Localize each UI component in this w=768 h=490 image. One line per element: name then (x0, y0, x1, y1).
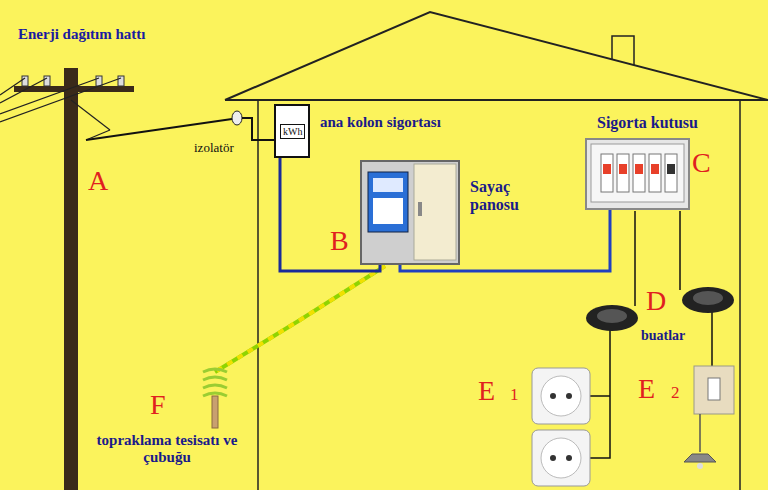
socket (532, 368, 590, 424)
socket (532, 430, 590, 486)
wire (711, 312, 713, 366)
wire (634, 211, 636, 306)
node-label: Sigorta kutusu (597, 114, 698, 132)
text-label: 2 (671, 384, 680, 403)
wire (679, 211, 681, 290)
callout-letter: D (646, 286, 666, 317)
callout-letter: C (692, 148, 711, 179)
wall (257, 100, 259, 490)
callout-letter: B (330, 226, 349, 257)
eave (225, 99, 768, 101)
wall (739, 100, 741, 490)
ground-wire (215, 266, 385, 372)
wire (699, 414, 701, 452)
meter-reading: kWh (280, 124, 305, 139)
fuse-meter-box: ana kolon sigortasıkWh (274, 104, 310, 158)
callout-letter: E (638, 374, 655, 405)
power-lines (0, 78, 121, 140)
insulator (232, 111, 242, 125)
meter-panel: Sayaç panosu (360, 160, 460, 265)
wire (242, 118, 274, 140)
pole-insulators (22, 76, 124, 86)
callout-letter: F (150, 390, 166, 421)
junction-box (682, 287, 734, 313)
ground-coil (203, 369, 227, 396)
lamp (684, 454, 716, 469)
text-label: buatlar (641, 328, 685, 343)
breaker-drawing (587, 140, 688, 208)
pole (64, 68, 78, 490)
text-label: Enerji dağıtım hattı (18, 26, 146, 43)
text-label: topraklama tesisatı ve çubuğu (92, 432, 242, 465)
wire (590, 395, 610, 397)
text-label: izolatör (194, 141, 234, 155)
text-label: 1 (510, 386, 519, 405)
callout-letter: A (88, 166, 108, 197)
meter-drawing (362, 162, 458, 263)
fuse-box: Sigorta kutusu (585, 138, 690, 210)
roof (225, 12, 768, 100)
junction-box (586, 305, 638, 331)
node-label: Sayaç panosu (470, 178, 540, 213)
service-drop (86, 119, 232, 140)
node-label: ana kolon sigortası (320, 114, 441, 131)
ground-rod (212, 396, 218, 428)
callout-letter: E (478, 376, 495, 407)
light-switch (694, 366, 734, 414)
ground-wire (215, 266, 385, 372)
wire (590, 330, 610, 458)
